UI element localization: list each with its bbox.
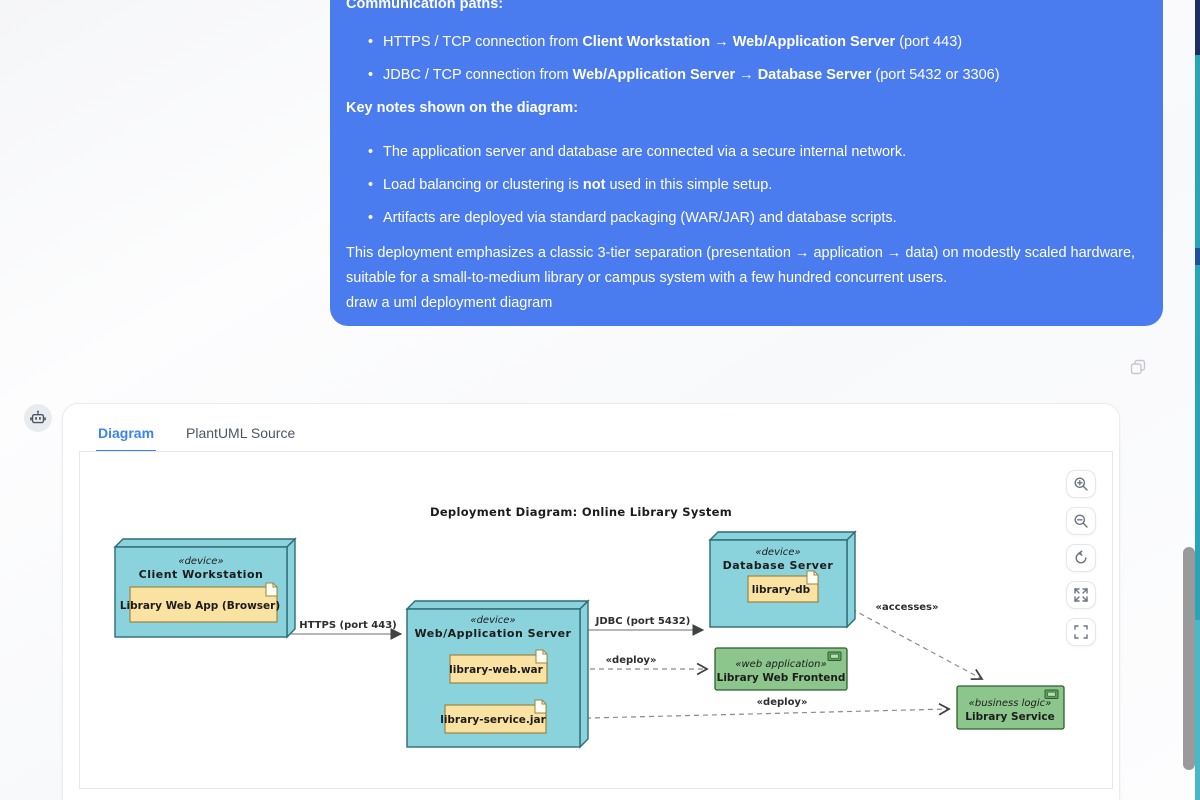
expand-button[interactable] — [1066, 581, 1096, 609]
closing-paragraph: This deployment emphasizes a classic 3-t… — [346, 241, 1139, 316]
node-stereotype: «device» — [755, 547, 800, 558]
zoom-in-button[interactable] — [1066, 470, 1096, 498]
list-item: Load balancing or clustering is not used… — [368, 175, 1139, 195]
artifact-label: library-web.war — [449, 664, 543, 676]
edge-label-deploy-jar: «deploy» — [757, 697, 808, 708]
edge-strip-navy-segment — [1195, 0, 1200, 55]
node-database-server: «device» Database Server library-db — [708, 530, 857, 629]
copy-message-button[interactable] — [1128, 358, 1148, 378]
bullet-bold: Web/Application Server → Database Server — [572, 67, 872, 83]
zoom-out-button[interactable] — [1066, 507, 1096, 535]
zoom-in-icon — [1074, 477, 1088, 491]
fullscreen-icon — [1074, 625, 1088, 639]
zoom-out-icon — [1074, 514, 1088, 528]
tab-bar: Diagram PlantUML Source — [96, 421, 297, 452]
component-stereotype: «web application» — [735, 659, 826, 670]
expand-icon — [1074, 588, 1088, 602]
list-item: JDBC / TCP connection from Web/Applicati… — [368, 65, 1139, 85]
bullet-text: HTTPS / TCP connection from — [383, 34, 583, 50]
artifact-label: Library Web App (Browser) — [120, 600, 280, 612]
node-stereotype: «device» — [470, 615, 515, 626]
fullscreen-button[interactable] — [1066, 618, 1096, 646]
tab-plantuml-source[interactable]: PlantUML Source — [186, 425, 296, 441]
component-name: Library Service — [965, 711, 1054, 723]
bullet-text: used in this simple setup. — [605, 177, 773, 193]
component-library-service: «business logic» Library Service — [956, 685, 1065, 730]
edge-label-jdbc: JDBC (port 5432) — [595, 616, 691, 627]
bullet-text: Artifacts are deployed via standard pack… — [383, 210, 897, 226]
component-name: Library Web Frontend — [717, 672, 846, 684]
list-item: Artifacts are deployed via standard pack… — [368, 208, 1139, 228]
bullet-bold: not — [582, 177, 606, 193]
bullet-text: JDBC / TCP connection from — [383, 67, 573, 83]
closing-paragraph-text: This deployment emphasizes a classic 3-t… — [346, 245, 1136, 286]
reset-view-button[interactable] — [1066, 544, 1096, 572]
artifact-file-icon — [806, 570, 819, 585]
diagram-title: Deployment Diagram: Online Library Syste… — [430, 505, 732, 519]
artifact-library-service-jar: library-service.jar — [440, 699, 547, 734]
node-name: Client Workstation — [139, 568, 264, 581]
artifact-library-db: library-db — [747, 570, 819, 603]
bullet-bold: Client Workstation → Web/Application Ser… — [582, 34, 896, 50]
component-stereotype: «business logic» — [969, 698, 1052, 709]
chat-message-bubble: Communication paths: HTTPS / TCP connect… — [330, 0, 1163, 326]
message-heading-key-notes: Key notes shown on the diagram: — [346, 100, 579, 116]
edge-strip-light-segment — [1195, 620, 1200, 800]
component-icon — [827, 651, 842, 661]
copy-icon — [1130, 359, 1146, 375]
message-heading-communication-paths: Communication paths: — [346, 0, 504, 12]
diagram-card: Diagram PlantUML Source — [62, 403, 1120, 800]
view-toolbar — [1066, 470, 1096, 646]
edge-label-https: HTTPS (port 443) — [299, 620, 397, 631]
artifact-file-icon — [265, 582, 278, 597]
node-web-application-server: «device» Web/Application Server library-… — [405, 599, 590, 749]
right-edge-strip — [1195, 0, 1200, 800]
bullet-text: The application server and database are … — [383, 144, 907, 160]
diagram-viewport[interactable]: Deployment Diagram: Online Library Syste… — [79, 451, 1113, 789]
artifact-file-icon — [534, 699, 547, 714]
artifact-file-icon — [535, 649, 548, 664]
uml-deployment-diagram: Deployment Diagram: Online Library Syste… — [105, 500, 1069, 758]
node-name: Web/Application Server — [415, 627, 572, 640]
artifact-label: library-service.jar — [440, 714, 546, 726]
node-name: Database Server — [723, 559, 834, 572]
bullet-text: Load balancing or clustering is — [383, 177, 583, 193]
connection-bullet-list: HTTPS / TCP connection from Client Works… — [346, 32, 1139, 85]
list-item: The application server and database are … — [368, 142, 1139, 162]
artifact-library-web-war: library-web.war — [449, 649, 548, 684]
component-library-web-frontend: «web application» Library Web Frontend — [714, 647, 848, 691]
artifact-library-web-app: Library Web App (Browser) — [120, 582, 280, 623]
key-notes-bullet-list: The application server and database are … — [346, 142, 1139, 228]
node-client-workstation: «device» Client Workstation Library Web … — [113, 537, 297, 639]
vertical-scrollbar-thumb[interactable] — [1183, 547, 1195, 770]
edge-label-accesses: «accesses» — [876, 602, 939, 613]
robot-icon — [30, 410, 46, 424]
edge-deploy-jar — [549, 702, 951, 720]
edge-strip-blue-segment — [1195, 248, 1200, 265]
final-line-text: draw a uml deployment diagram — [346, 295, 553, 311]
tab-diagram[interactable]: Diagram — [96, 421, 157, 452]
assistant-avatar — [24, 404, 52, 432]
bullet-text: (port 5432 or 3306) — [871, 67, 1000, 83]
edge-label-deploy-war: «deploy» — [606, 655, 657, 666]
artifact-label: library-db — [752, 584, 811, 596]
reset-icon — [1075, 550, 1087, 564]
node-stereotype: «device» — [178, 556, 223, 567]
list-item: HTTPS / TCP connection from Client Works… — [368, 32, 1139, 52]
bullet-text: (port 443) — [895, 34, 963, 50]
